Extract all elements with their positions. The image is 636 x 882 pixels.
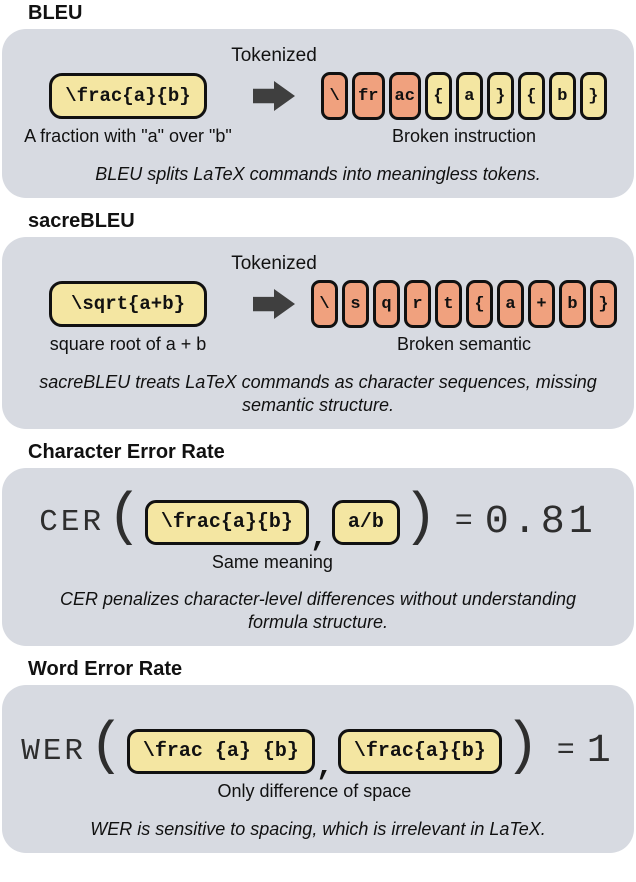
equals-sign: = [556, 734, 575, 769]
cer-section-title: Character Error Rate [28, 441, 225, 464]
metric-name: CER [39, 504, 105, 540]
right-arrow-icon [253, 289, 295, 320]
tokens-result-label: Broken instruction [391, 126, 537, 146]
wer-section-title: Word Error Rate [28, 658, 183, 681]
wer-caption: WER is sensitive to spacing, which is ir… [90, 818, 546, 839]
metric-result-value: 1 [586, 728, 615, 774]
wer-panel: WER ( \frac {a} {b} , \frac{a}{b} Only d… [2, 685, 634, 853]
source-meaning-label: A fraction with "a" over "b" [24, 126, 232, 146]
token-chip: fr [352, 72, 385, 120]
tokenized-label: Tokenized [231, 253, 317, 275]
formula-arguments: \frac{a}{b} , a/b Same meaning [144, 499, 400, 572]
latex-source-box: \frac{a}{b} [49, 73, 207, 119]
comma-separator: , [309, 521, 328, 556]
cer-formula: CER ( \frac{a}{b} , a/b Same meaning ) =… [14, 486, 622, 572]
arguments-row: \frac{a}{b} , a/b [144, 499, 400, 556]
bleu-caption: BLEU splits LaTeX commands into meaningl… [95, 164, 541, 184]
latex-arg-box: \frac{a}{b} [337, 728, 502, 774]
token-chip: } [590, 280, 617, 329]
wer-formula: WER ( \frac {a} {b} , \frac{a}{b} Only d… [14, 715, 622, 801]
cer-section: Character Error Rate CER ( \frac{a}{b} ,… [0, 441, 636, 647]
token-chip: { [517, 72, 545, 120]
token-chip: b [548, 72, 576, 120]
token-chip: s [342, 280, 369, 329]
token-chip: a [455, 72, 483, 120]
cer-panel: CER ( \frac{a}{b} , a/b Same meaning ) =… [2, 468, 634, 647]
token-chip: b [559, 280, 586, 329]
token-chip: } [579, 72, 607, 120]
token-chip: } [486, 72, 514, 120]
token-chip: ac [388, 72, 421, 120]
tokens-result-label: Broken semantic [396, 334, 532, 355]
sacrebleu-section-title: sacreBLEU [28, 210, 135, 233]
token-chip: { [424, 72, 452, 120]
token-chip: r [404, 280, 431, 329]
source-meaning-label: square root of a + b [49, 334, 207, 355]
formula-arguments: \frac {a} {b} , \frac{a}{b} Only differe… [126, 728, 502, 801]
metric-name: WER [21, 733, 87, 769]
token-chip: a [497, 280, 524, 329]
open-paren: ( [107, 486, 142, 552]
token-chip: t [435, 280, 462, 329]
close-paren: ) [504, 715, 540, 781]
arguments-note: Same meaning [211, 551, 333, 572]
token-chip: \ [311, 280, 338, 329]
token-chip: + [528, 280, 555, 329]
token-chip: \ [321, 72, 349, 120]
wer-section: Word Error Rate WER ( \frac {a} {b} , \f… [0, 658, 636, 853]
sacrebleu-caption: sacreBLEU treats LaTeX commands as chara… [39, 372, 597, 416]
token-chip: q [373, 280, 400, 329]
equals-sign: = [454, 505, 473, 540]
close-paren: ) [402, 486, 438, 552]
right-arrow-icon [253, 81, 295, 111]
arguments-row: \frac {a} {b} , \frac{a}{b} [126, 728, 502, 785]
comma-separator: , [315, 750, 334, 785]
tokenized-label: Tokenized [231, 45, 317, 66]
latex-arg-box: a/b [331, 499, 400, 545]
metric-result-value: 0.81 [484, 499, 597, 545]
open-paren: ( [89, 715, 124, 781]
cer-caption: CER penalizes character-level difference… [60, 589, 576, 633]
latex-source-box: \sqrt{a+b} [49, 281, 207, 328]
arguments-note: Only difference of space [217, 780, 412, 801]
latex-arg-box: \frac {a} {b} [126, 728, 315, 774]
latex-arg-box: \frac{a}{b} [144, 499, 309, 545]
token-chip: { [466, 280, 493, 329]
bleu-section-title: BLEU [28, 2, 83, 24]
